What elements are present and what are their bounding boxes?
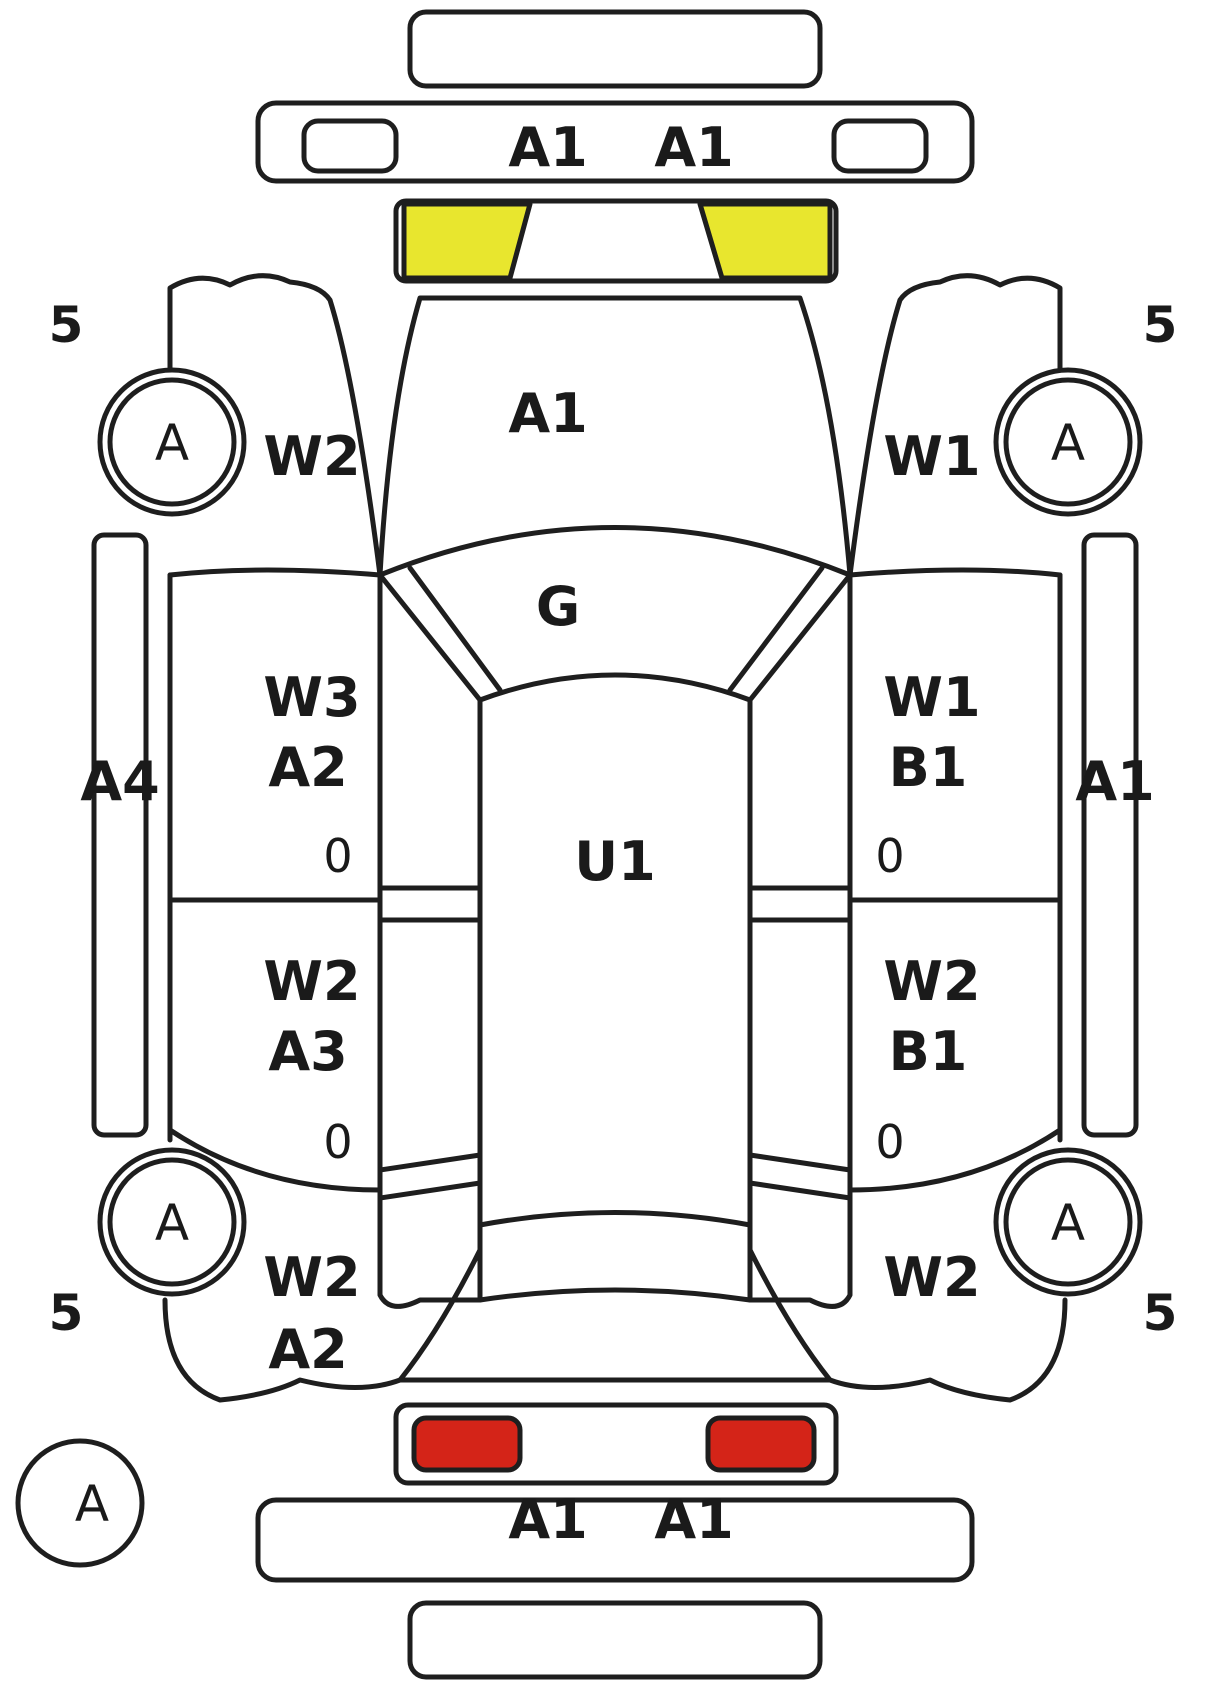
rear-right-wheel-code: A xyxy=(1051,1194,1085,1252)
rear-bumper: A1 A1 xyxy=(255,1488,975,1583)
windshield-code: G xyxy=(536,575,580,638)
rear-bumper-right-code: A1 xyxy=(654,1488,733,1551)
left-body-outline xyxy=(167,572,483,1309)
front-left-wheel-code: A xyxy=(155,414,189,472)
left-a-pillar xyxy=(377,565,503,703)
front-left-fender-panel xyxy=(167,273,383,578)
front-left-fender-code: W2 xyxy=(263,425,360,488)
rear-light-panel xyxy=(393,1402,839,1486)
rear-window-bottom xyxy=(477,1287,753,1303)
front-left-wheel: A xyxy=(97,367,247,517)
left-front-door-code-1: W3 xyxy=(263,666,360,729)
spare-wheel: A xyxy=(15,1438,145,1568)
right-body-outline xyxy=(747,572,1063,1309)
front-right-fender-panel xyxy=(847,273,1063,578)
right-rear-door-value: 0 xyxy=(875,1115,904,1169)
left-sill-panel xyxy=(91,532,149,1138)
right-c-pillar xyxy=(747,1152,853,1201)
front-right-headlight xyxy=(697,201,833,281)
hood-code: A1 xyxy=(508,382,587,445)
front-left-headlight xyxy=(401,201,533,281)
right-front-door-value: 0 xyxy=(875,829,904,883)
rear-left-quarter-code-2: A2 xyxy=(268,1318,347,1381)
front-left-corner-number: 5 xyxy=(49,296,84,354)
rear-right-corner-number: 5 xyxy=(1143,1284,1178,1342)
rear-left-quarter-code-1: W2 xyxy=(263,1246,360,1309)
right-sill-panel xyxy=(1081,532,1139,1138)
rear-bumper-left-code: A1 xyxy=(508,1488,587,1551)
front-grille xyxy=(393,198,839,284)
front-left-fog-light xyxy=(301,118,399,174)
rear-right-taillight xyxy=(705,1415,817,1473)
spare-wheel-code: A xyxy=(75,1475,109,1533)
front-bumper: A1 A1 xyxy=(255,100,975,184)
front-right-fog-light xyxy=(831,118,929,174)
rear-right-wheel: A xyxy=(993,1147,1143,1297)
windshield-top-edge xyxy=(377,525,853,578)
left-rear-door-value: 0 xyxy=(323,1115,352,1169)
right-front-door-code-2: B1 xyxy=(889,736,968,799)
rear-right-quarter-code: W2 xyxy=(883,1246,980,1309)
right-rear-door-code-1: W2 xyxy=(883,950,980,1013)
rear-right-quarter-panel xyxy=(747,1127,1068,1403)
left-rear-door-code-2: A3 xyxy=(268,1020,347,1083)
rear-left-quarter-panel xyxy=(162,1127,483,1403)
left-front-door-value: 0 xyxy=(323,829,352,883)
roof-code: U1 xyxy=(574,830,655,893)
front-bumper-right-code: A1 xyxy=(654,116,733,179)
left-rear-door-code-1: W2 xyxy=(263,950,360,1013)
right-front-door-code-1: W1 xyxy=(883,666,980,729)
rear-window-top xyxy=(477,1210,753,1228)
windshield-bottom-edge xyxy=(477,672,753,703)
rear-left-corner-number: 5 xyxy=(49,1284,84,1342)
left-front-door-code-2: A2 xyxy=(268,736,347,799)
right-sill-code: A1 xyxy=(1075,750,1154,813)
rear-left-wheel: A xyxy=(97,1147,247,1297)
left-c-pillar xyxy=(377,1152,483,1201)
rear-bottom-strip xyxy=(407,1600,823,1680)
right-rear-door-code-2: B1 xyxy=(889,1020,968,1083)
front-right-fender-code: W1 xyxy=(883,425,980,488)
front-right-wheel: A xyxy=(993,367,1143,517)
left-sill-code: A4 xyxy=(80,750,159,813)
front-right-corner-number: 5 xyxy=(1143,296,1178,354)
right-a-pillar xyxy=(727,565,853,703)
rear-left-wheel-code: A xyxy=(155,1194,189,1252)
front-top-strip xyxy=(407,9,823,89)
front-bumper-left-code: A1 xyxy=(508,116,587,179)
rear-left-taillight xyxy=(411,1415,523,1473)
right-b-pillar xyxy=(747,885,853,923)
left-b-pillar xyxy=(377,885,483,923)
front-right-wheel-code: A xyxy=(1051,414,1085,472)
hood-panel xyxy=(377,295,853,578)
roof-panel xyxy=(477,697,753,1303)
